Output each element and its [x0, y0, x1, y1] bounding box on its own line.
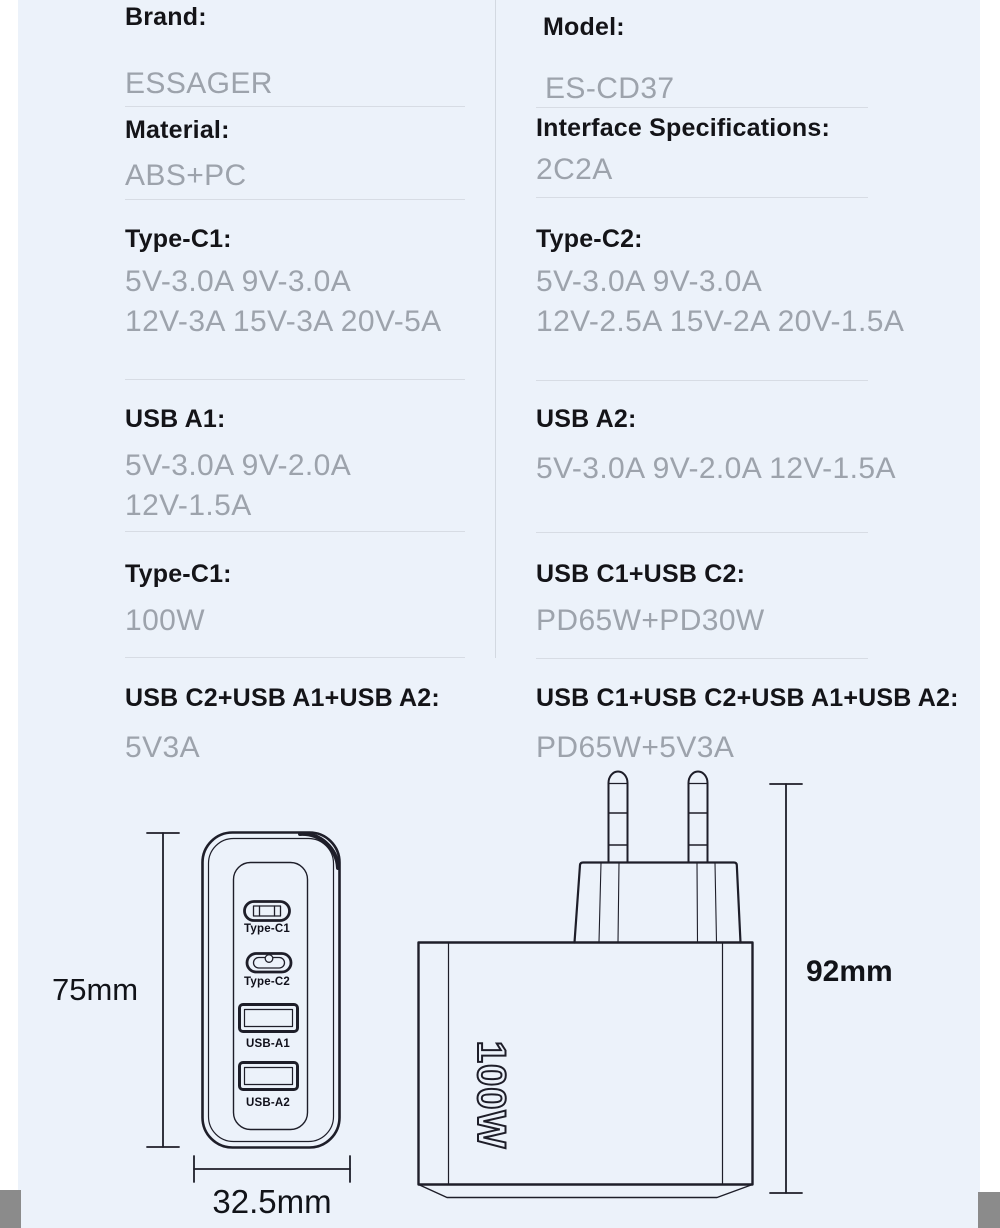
usba2-port-glyph: [238, 1061, 299, 1091]
spec-label-c1c2: USB C1+USB C2:: [536, 560, 746, 588]
spec-value-typec2: 5V-3.0A 9V-3.0A 12V-2.5A 15V-2A 20V-1.5A: [536, 265, 905, 338]
spec-label-usba1: USB A1:: [125, 405, 226, 433]
spec-value-model: ES-CD37: [545, 72, 675, 105]
row-divider: [536, 107, 868, 108]
bottom-right-corner-block: [978, 1192, 1000, 1228]
power-rating-label: 100W: [468, 1040, 514, 1151]
front-view-outline: [201, 831, 341, 1149]
spec-value-c1c2: PD65W+PD30W: [536, 604, 765, 637]
row-divider: [125, 379, 465, 380]
side-view-outline: [417, 941, 754, 1199]
spec-value-typec1: 5V-3.0A 9V-3.0A 12V-3A 15V-3A 20V-5A: [125, 265, 442, 338]
spec-value-typec1-max: 100W: [125, 604, 205, 637]
row-divider: [536, 380, 868, 381]
port-label-usba1: USB-A1: [245, 1038, 290, 1050]
dimension-width-front: 32.5mm: [212, 1183, 332, 1220]
row-divider: [125, 657, 465, 658]
plug-base: [573, 861, 742, 944]
spec-label-typec2: Type-C2:: [536, 225, 643, 253]
spec-value-allports: PD65W+5V3A: [536, 731, 735, 764]
spec-label-model: Model:: [543, 13, 625, 41]
spec-label-allports: USB C1+USB C2+USB A1+USB A2:: [536, 684, 959, 712]
plug-prongs: [607, 770, 709, 863]
row-divider: [125, 106, 465, 107]
row-divider: [125, 531, 465, 532]
dimension-lines: [146, 783, 803, 1194]
spec-value-brand: ESSAGER: [125, 67, 273, 100]
spec-label-brand: Brand:: [125, 3, 207, 31]
spec-label-interface: Interface Specifications:: [536, 114, 830, 142]
spec-value-c2a1a2: 5V3A: [125, 731, 200, 764]
dimension-height-side: 92mm: [806, 955, 893, 988]
typec1-port-glyph: [243, 900, 291, 922]
spec-label-c2a1a2: USB C2+USB A1+USB A2:: [125, 684, 440, 712]
port-label-typec1: Type-C1: [244, 923, 290, 935]
spec-label-typec1-max: Type-C1:: [125, 560, 232, 588]
bottom-left-corner-block: [0, 1190, 21, 1228]
column-separator: [495, 0, 496, 658]
spec-card-background: [18, 0, 980, 1228]
row-divider: [536, 658, 868, 659]
spec-label-material: Material:: [125, 116, 230, 144]
dimension-height-front: 75mm: [52, 972, 139, 1007]
row-divider: [125, 199, 465, 200]
spec-value-interface: 2C2A: [536, 153, 613, 186]
spec-label-usba2: USB A2:: [536, 405, 637, 433]
spec-value-usba1: 5V-3.0A 9V-2.0A 12V-1.5A: [125, 449, 352, 522]
spec-value-usba2: 5V-3.0A 9V-2.0A 12V-1.5A: [536, 452, 896, 485]
spec-value-material: ABS+PC: [125, 159, 247, 192]
row-divider: [536, 532, 868, 533]
row-divider: [536, 197, 868, 198]
port-label-typec2: Type-C2: [244, 976, 290, 988]
port-label-usba2: USB-A2: [245, 1097, 290, 1109]
usba1-port-glyph: [238, 1003, 299, 1033]
spec-label-typec1: Type-C1:: [125, 225, 232, 253]
typec2-port-glyph: [245, 952, 293, 974]
